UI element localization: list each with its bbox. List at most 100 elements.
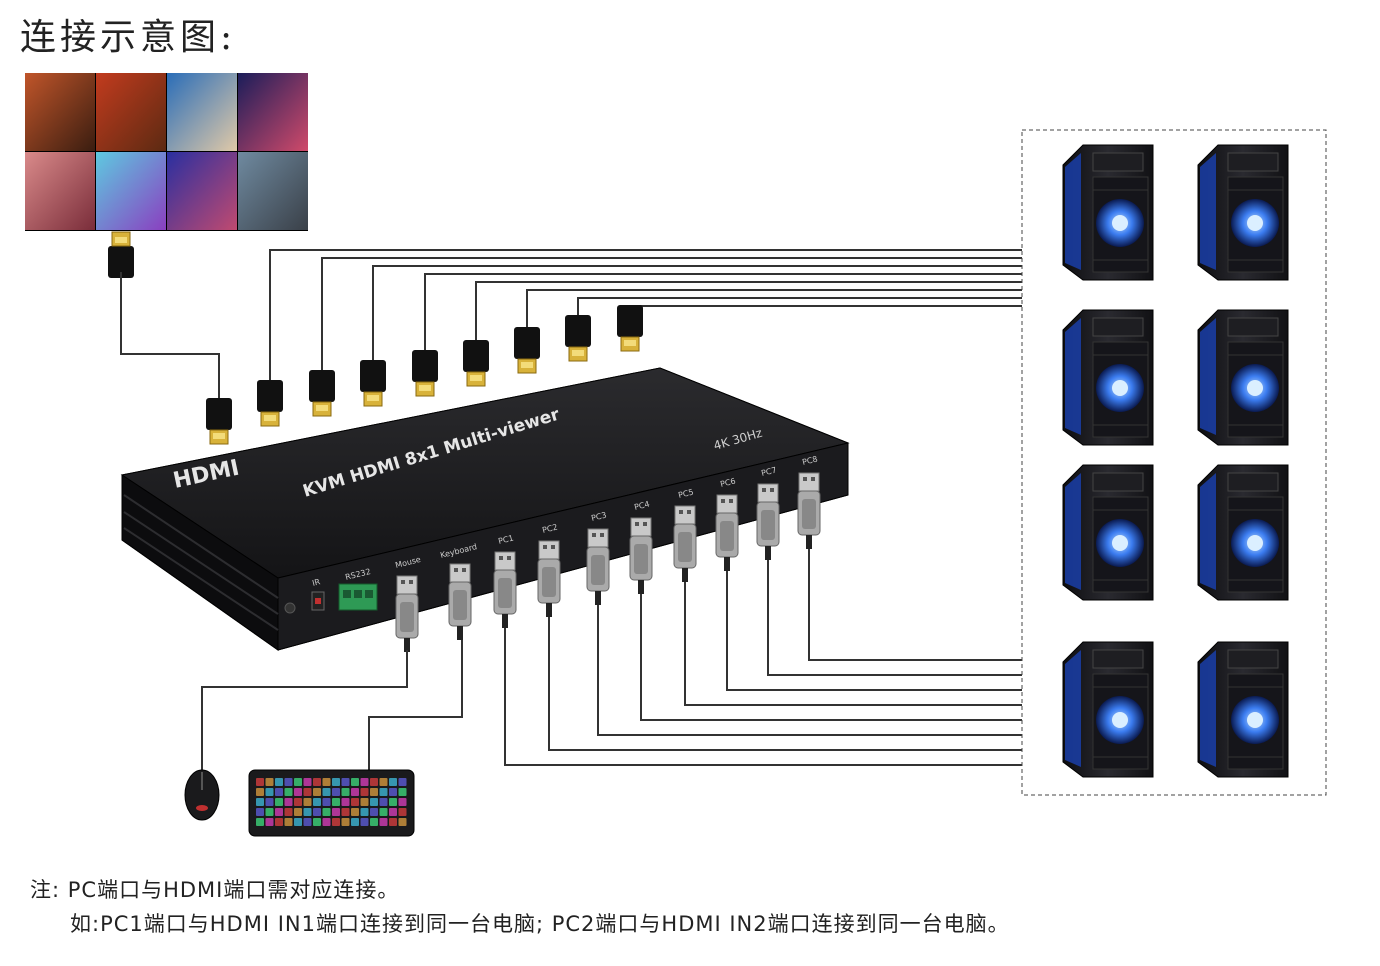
keyboard-key [322,778,331,786]
keyboard-key [256,778,264,786]
pc-port-label: PC7 [760,465,777,477]
keyboard-key [379,778,388,786]
keyboard-key [341,818,350,826]
usb-cable [684,582,1022,706]
keyboard-key [332,808,340,816]
usb-plug [673,505,697,583]
keyboard-key [275,788,283,796]
keyboard [248,769,415,837]
pc-port-label: PC1 [497,533,514,545]
usb-cable [548,617,1022,751]
keyboard-key [370,788,378,796]
usb-cable [767,560,1022,676]
monitor-tile [96,152,166,230]
keyboard-key [351,788,359,796]
keyboard-key [265,788,274,796]
keyboard-key [379,818,388,826]
usb-plug [537,540,561,618]
keyboard-key [398,788,407,796]
keyboard-key [284,808,293,816]
keyboard-key [341,788,350,796]
hdmi-plug [308,369,336,417]
page-title: 连接示意图: [20,17,237,58]
keyboard-key [284,798,293,806]
usb-cable [726,571,1022,691]
mouse [184,769,220,821]
keyboard-key [303,808,312,816]
keyboard-key [341,778,350,786]
pc-port-label: PC5 [677,487,694,499]
keyboard-key [389,798,397,806]
hdmi-cable [372,265,1022,360]
keyboard-key [256,818,264,826]
keyboard-key [256,808,264,816]
monitor-tile [96,73,166,151]
keyboard-key [341,808,350,816]
hdmi-plug [616,304,644,352]
keyboard-key [332,818,340,826]
monitor-tile [167,152,237,230]
monitor-tile [167,73,237,151]
keyboard-key [351,818,359,826]
keyboard-key [332,778,340,786]
keyboard-key [275,778,283,786]
usb-cable [504,628,1022,766]
usb-plug [797,472,821,550]
keyboard-key [313,818,321,826]
keyboard-key [398,808,407,816]
keyboard-key [275,818,283,826]
hdmi-cable [269,249,1022,380]
monitor-tile [25,73,95,151]
hdmi-plug [513,326,541,374]
keyboard-key [351,778,359,786]
hdmi-output-cable [107,231,233,445]
keyboard-key [332,798,340,806]
hdmi-cable [577,297,1022,315]
hdmi-cable [629,305,1022,307]
keyboard-key [303,778,312,786]
keyboard-key [294,778,302,786]
peripheral-cables [201,640,463,770]
hdmi-plug [256,379,284,427]
keyboard-key [370,808,378,816]
hdmi-plug [359,359,387,407]
usb-cable [597,605,1022,736]
keyboard-key [256,788,264,796]
keyboard-key [303,818,312,826]
keyboard-key [389,778,397,786]
keyboard-key [360,818,369,826]
usb-plug [586,528,610,606]
keyboard-key [256,798,264,806]
keyboard-key [265,818,274,826]
keyboard-key [379,798,388,806]
keyboard-key [265,798,274,806]
keyboard-key [294,808,302,816]
hdmi-cable [424,273,1022,350]
keyboard-key [398,818,407,826]
keyboard-key [284,788,293,796]
keyboard-key [313,798,321,806]
ir-sensor [284,602,296,614]
pc-port-label: PC8 [801,454,818,466]
keyboard-key [341,798,350,806]
keyboard-key [351,798,359,806]
keyboard-key [265,808,274,816]
hdmi-cable [526,289,1022,327]
keyboard-key [303,798,312,806]
pc-port-label: PC2 [541,522,558,534]
monitor-tile [25,152,95,230]
keyboard-key [294,788,302,796]
monitor-tile [238,152,308,230]
keyboard-key [313,808,321,816]
pc-group-frame [1021,129,1327,796]
keyboard-key [389,788,397,796]
usb-plug [629,517,653,595]
usb-plug [756,483,780,561]
computer-tower [1062,641,1154,778]
kvm-device: HDMI KVM HDMI 8x1 Multi-viewer 4K 30Hz I… [120,367,850,651]
keyboard-key [313,788,321,796]
keyboard-key [313,778,321,786]
keyboard-key [370,818,378,826]
keyboard-key [379,788,388,796]
